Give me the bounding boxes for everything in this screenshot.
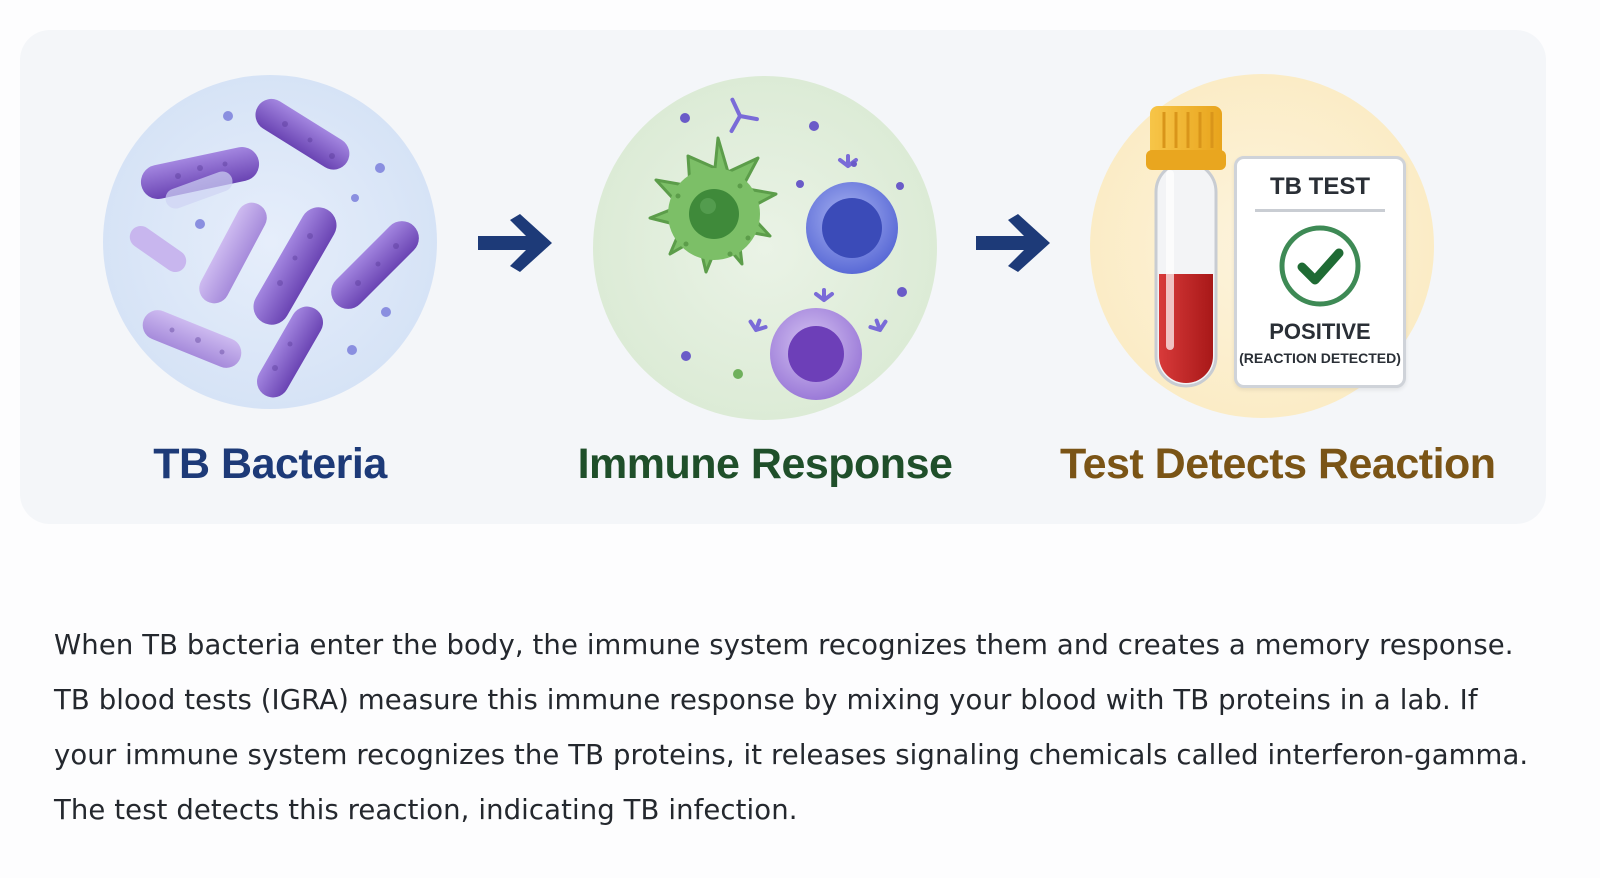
test-result-note: (REACTION DETECTED) (1239, 350, 1401, 366)
stage-label-immune-response: Immune Response (577, 440, 953, 488)
stage-label-tb-bacteria: TB Bacteria (153, 440, 387, 488)
test-result-card: TB TEST POSITIVE (REACTION DETECTED) (1234, 156, 1406, 388)
divider (1255, 209, 1385, 212)
immune-response-illustration (590, 68, 940, 428)
check-icon (1279, 225, 1361, 307)
lymphocyte-blue (806, 182, 898, 274)
test-reaction-illustration: TB TEST POSITIVE (REACTION DETECTED) (1086, 68, 1436, 428)
arrow-right-icon (474, 212, 556, 278)
test-result: POSITIVE (1269, 319, 1371, 344)
lymphocyte-purple (770, 308, 862, 400)
arrow-right-icon (972, 212, 1054, 278)
stage-label-test-detects-reaction: Test Detects Reaction (1060, 440, 1496, 488)
bacterium (129, 98, 419, 398)
test-card-title: TB TEST (1270, 173, 1370, 200)
description-text: When TB bacteria enter the body, the imm… (54, 628, 1529, 826)
tb-bacteria-illustration (100, 68, 440, 416)
immune-cell (648, 136, 778, 274)
blood-tube (1146, 106, 1226, 388)
